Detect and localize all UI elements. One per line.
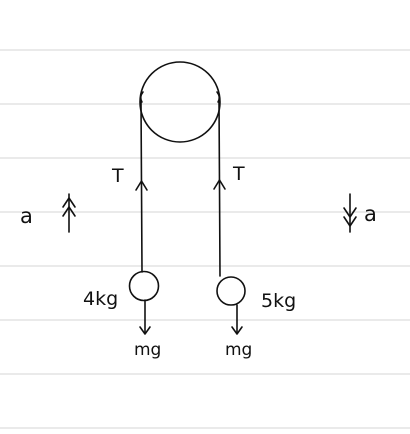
weight-arrow-right-head — [231, 326, 243, 335]
mass-label-right: 5kg — [261, 290, 296, 312]
acceleration-label-right: a — [364, 202, 377, 226]
pulley — [139, 61, 221, 143]
weight-label-right: mg — [225, 340, 252, 360]
tension-label-right: T — [232, 163, 245, 185]
acceleration-up-arrow — [62, 193, 76, 233]
mass-right — [216, 276, 246, 306]
mass-label-left: 4kg — [83, 288, 118, 310]
weight-label-left: mg — [134, 340, 161, 360]
rope-right — [218, 99, 221, 277]
ruled-lines — [0, 49, 410, 429]
mass-left — [128, 270, 160, 302]
tension-arrow-left — [135, 180, 148, 191]
weight-arrow-left-head — [139, 326, 151, 335]
rope-left — [140, 99, 143, 273]
tension-label-left: T — [111, 165, 124, 187]
acceleration-label-left: a — [20, 204, 33, 228]
tension-arrow-right — [213, 179, 226, 190]
acceleration-down-arrow — [343, 193, 357, 233]
